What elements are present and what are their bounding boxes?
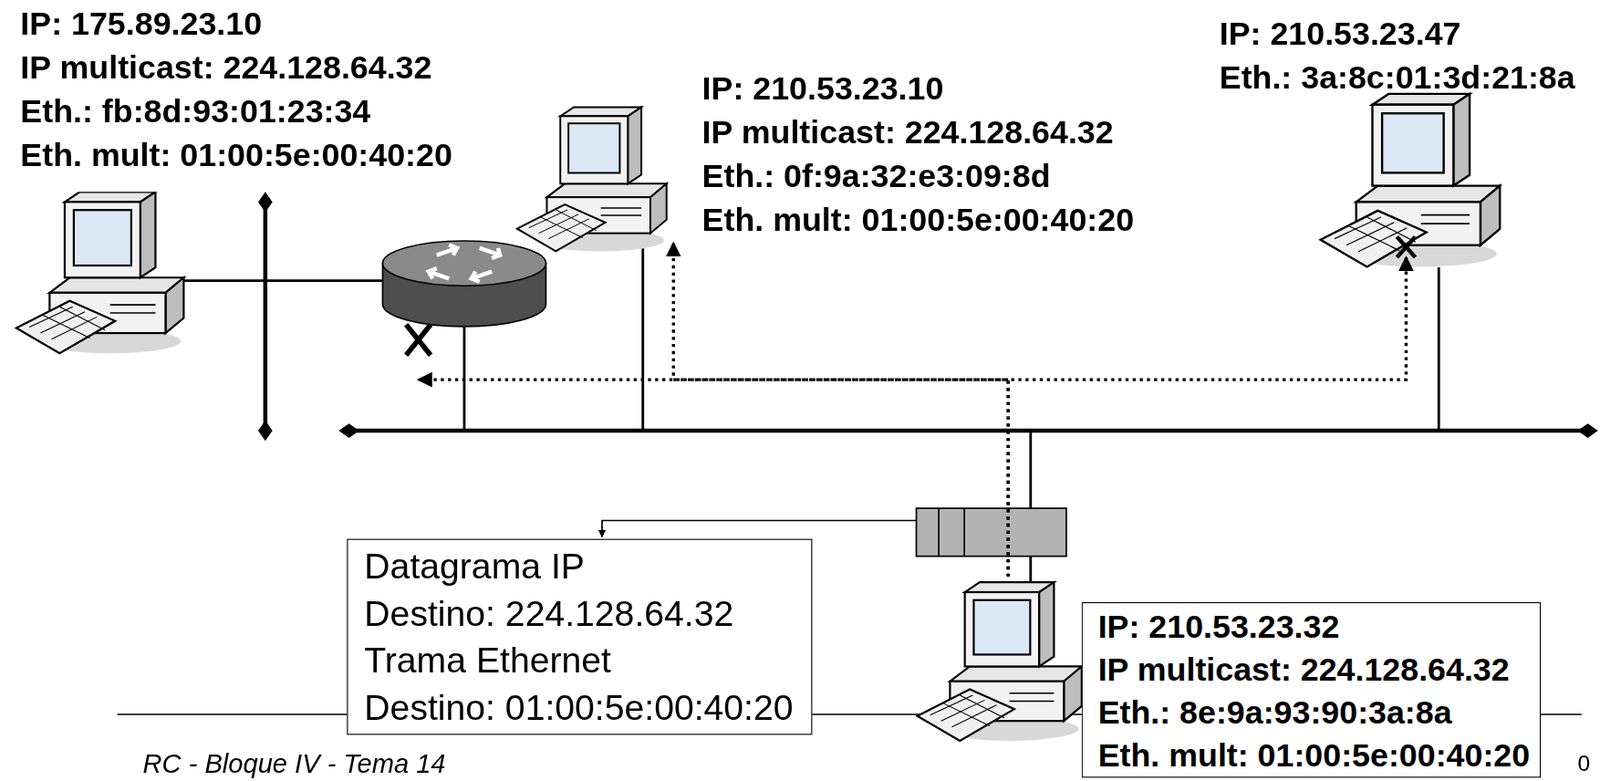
address-text: IP: 210.53.23.32 — [1098, 604, 1530, 648]
text-block: IP: 210.53.23.10IP multicast: 224.128.64… — [702, 66, 1134, 242]
bus-end — [338, 423, 359, 438]
host-node: IP: 210.53.23.47Eth.: 3a:8c:01:3d:21:8a — [1214, 11, 1592, 257]
page-number: 0 — [1577, 749, 1590, 777]
address-text: Eth.: fb:8d:93:01:23:34 — [20, 89, 452, 134]
multicast-path — [1007, 257, 1406, 577]
bus-segment — [263, 201, 268, 428]
computer-icon — [16, 191, 185, 354]
frame-info-box: Datagrama IPDestino: 224.128.64.32Trama … — [346, 539, 812, 736]
router-symbol — [382, 240, 546, 327]
text-block: IP: 175.89.23.10IP multicast: 224.128.64… — [20, 1, 452, 177]
discard-mark — [1396, 237, 1415, 258]
address-text: Destino: 224.128.64.32 — [363, 590, 793, 637]
discard-mark — [405, 324, 431, 356]
text-block: IP: 210.53.23.32IP multicast: 224.128.64… — [1081, 602, 1542, 778]
host-link — [1437, 267, 1441, 431]
host-node: IP: 175.89.23.10IP multicast: 224.128.64… — [15, 1, 496, 186]
router-link — [463, 316, 467, 431]
footer-text: RC - Bloque IV - Tema 14 — [143, 748, 447, 780]
text-block: Datagrama IPDestino: 224.128.64.32Trama … — [363, 542, 793, 731]
address-text: IP multicast: 224.128.64.32 — [20, 45, 452, 90]
address-text: Eth.: 3a:8c:01:3d:21:8a — [1219, 56, 1576, 101]
host-node: IP: 210.53.23.10IP multicast: 224.128.64… — [515, 66, 1149, 244]
computer-icon — [1320, 93, 1501, 268]
address-text: Trama Ethernet — [363, 636, 793, 684]
address-text: IP multicast: 224.128.64.32 — [1098, 647, 1530, 691]
bus-end — [1577, 423, 1598, 438]
host-link — [641, 237, 645, 432]
address-text: Datagrama IP — [363, 542, 793, 590]
address-text: IP: 210.53.23.47 — [1219, 11, 1576, 56]
address-text: Eth. mult: 01:00:5e:00:40:20 — [20, 134, 452, 178]
address-text: Eth. mult: 01:00:5e:00:40:20 — [1098, 733, 1530, 777]
text-block: IP: 210.53.23.47Eth.: 3a:8c:01:3d:21:8a — [1219, 11, 1576, 100]
computer-icon — [917, 581, 1082, 741]
edge-layer — [673, 242, 1406, 577]
bus-segment — [346, 428, 1587, 433]
host-link — [183, 279, 388, 282]
address-text: Eth.: 8e:9a:93:90:3a:8a — [1098, 690, 1530, 734]
address-text: IP: 210.53.23.10 — [702, 66, 1134, 111]
address-text: Destino: 01:00:5e:00:40:20 — [363, 683, 793, 730]
bus-end — [258, 420, 273, 441]
frame-leader — [602, 519, 917, 537]
address-text: IP multicast: 224.128.64.32 — [702, 110, 1134, 155]
computer-icon — [517, 106, 667, 251]
frame-symbol — [916, 508, 1067, 557]
address-text: Eth.: 0f:9a:32:e3:09:8d — [702, 154, 1134, 198]
bus-end — [258, 191, 273, 212]
address-text: IP: 175.89.23.10 — [20, 1, 452, 46]
address-text: Eth. mult: 01:00:5e:00:40:20 — [702, 197, 1134, 242]
multicast-path — [673, 242, 1008, 577]
multicast-path — [418, 377, 1009, 381]
host-node: IP: 210.53.23.32IP multicast: 224.128.64… — [918, 576, 1572, 778]
